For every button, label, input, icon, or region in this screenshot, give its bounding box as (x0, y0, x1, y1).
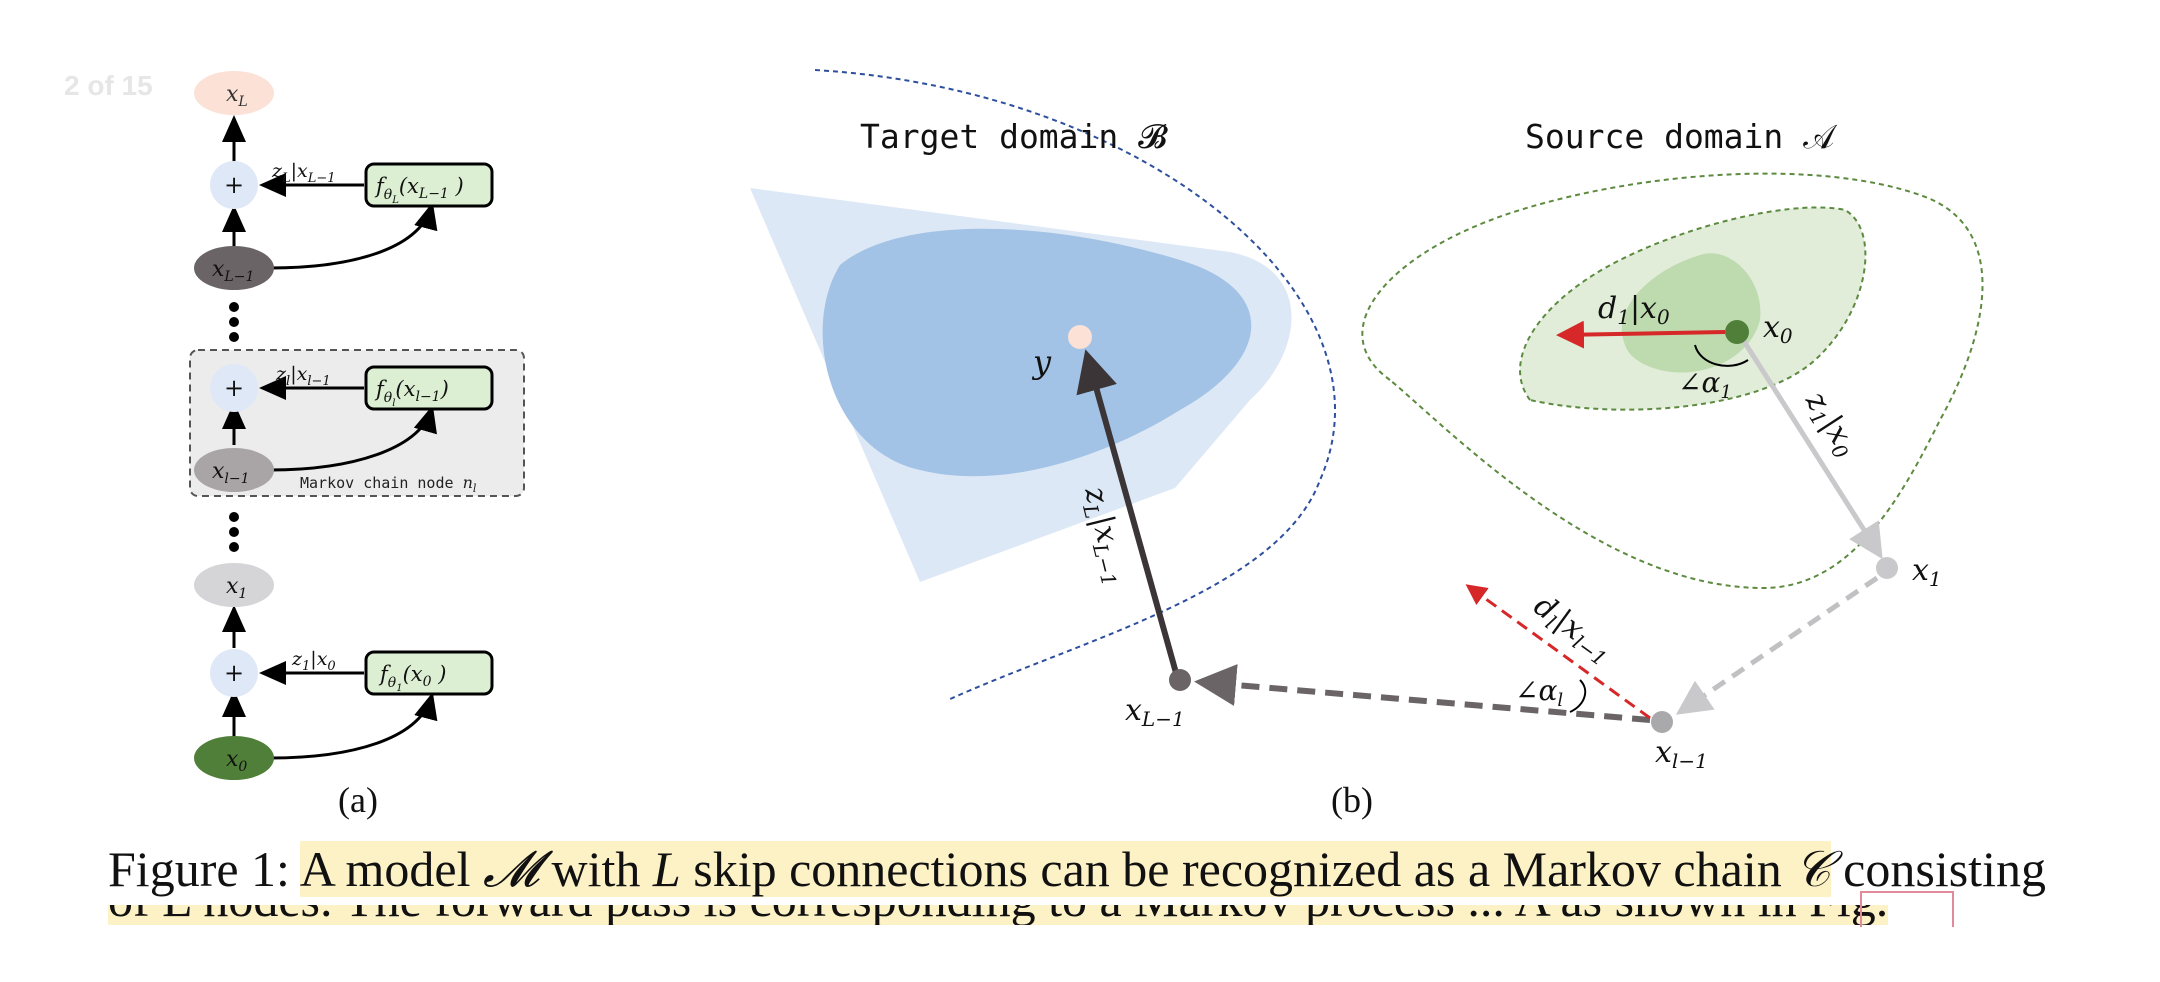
label-x0: x0 (1763, 310, 1793, 348)
ellipsis-bottom (229, 512, 239, 552)
caption-highlight: A model 𝓜 with L skip connections can be… (299, 841, 1831, 897)
figure-caption: Figure 1: A model 𝓜 with L skip connecti… (108, 840, 2098, 899)
panel-b-caption: (b) (1331, 780, 1373, 820)
edge-label-bottom: z1|x0 (291, 648, 336, 674)
plus-node-bottom: + (210, 649, 258, 697)
point-y (1068, 325, 1092, 349)
label-xl1: xl−1 (1655, 735, 1708, 773)
target-domain-title: Target domain 𝓑 (860, 117, 1168, 156)
svg-text:x1: x1 (226, 574, 247, 602)
markov-node-label: Markov chain node nl (300, 473, 477, 495)
svg-text:xl−1: xl−1 (212, 459, 250, 487)
caption-prefix: Figure 1: (108, 841, 300, 897)
angle-arc-1 (1694, 344, 1749, 367)
label-x1: x1 (1912, 553, 1942, 591)
svg-text:+: + (224, 374, 244, 402)
panel-a: Markov chain node nl zL|xL−1 zl|xl−1 z1|… (189, 71, 525, 820)
point-x0 (1725, 320, 1749, 344)
node-x-1: x1 (194, 563, 274, 607)
svg-text:xL−1: xL−1 (212, 257, 254, 285)
source-domain-boundary (1361, 172, 1984, 590)
arrow-zL (1076, 349, 1181, 681)
arrow-z1 (1737, 333, 1883, 560)
svg-text:x0: x0 (226, 747, 247, 775)
panel-b: Target domain 𝓑 Source domain 𝒜 y zL|xL−… (750, 69, 1984, 820)
svg-text:xL: xL (226, 82, 248, 110)
target-domain-boundary (814, 69, 1336, 701)
arrow-d1 (1556, 320, 1726, 349)
source-domain-title: Source domain 𝒜 (1525, 117, 1838, 156)
caption-tail: consisting (1843, 841, 2046, 897)
plus-node-top: + (210, 161, 258, 209)
label-z1: z1|x0 (1795, 384, 1865, 463)
figure-ref-link[interactable] (1860, 891, 1954, 927)
arrow-xl1-to-xL1 (1194, 664, 1651, 723)
label-d1: d1|x0 (1598, 291, 1670, 329)
caption-next-fragment: of L nodes. The forward pass is correspo… (108, 905, 1889, 925)
node-x-L-minus-1: xL−1 (194, 246, 274, 290)
panel-a-caption: (a) (338, 780, 378, 820)
label-xL1: xL−1 (1125, 693, 1185, 731)
ellipsis-top (229, 302, 239, 342)
point-x1 (1876, 557, 1898, 579)
target-domain-inner (822, 228, 1252, 477)
node-x-l-minus-1: xl−1 (194, 448, 274, 492)
label-y: y (1031, 343, 1052, 381)
node-x-L: xL (194, 71, 274, 115)
node-x-0: x0 (194, 736, 274, 780)
page-indicator: 2 of 15 (64, 70, 153, 101)
label-alphal: ∠αl (1515, 674, 1563, 711)
figure-1: Markov chain node nl zL|xL−1 zl|xl−1 z1|… (189, 69, 1984, 820)
caption-next-line: of L nodes. The forward pass is correspo… (108, 905, 2098, 925)
angle-arc-l (1569, 679, 1587, 713)
svg-text:+: + (224, 659, 244, 687)
point-xl1 (1651, 711, 1673, 733)
label-dl: dl|xl−1 (1526, 588, 1620, 671)
svg-text:+: + (224, 171, 244, 199)
arrow-x1-to-xl1 (1675, 575, 1879, 715)
plus-node-mid: + (210, 364, 258, 412)
func-box-top: fθL(xL−1 ) (364, 162, 494, 208)
edge-label-top: zL|xL−1 (271, 160, 336, 186)
func-box-mid: fθl(xl−1) (364, 365, 494, 411)
point-xL1 (1169, 669, 1191, 691)
source-domain-core (1621, 253, 1761, 373)
func-box-bottom: fθ1(x0 ) (364, 650, 494, 696)
